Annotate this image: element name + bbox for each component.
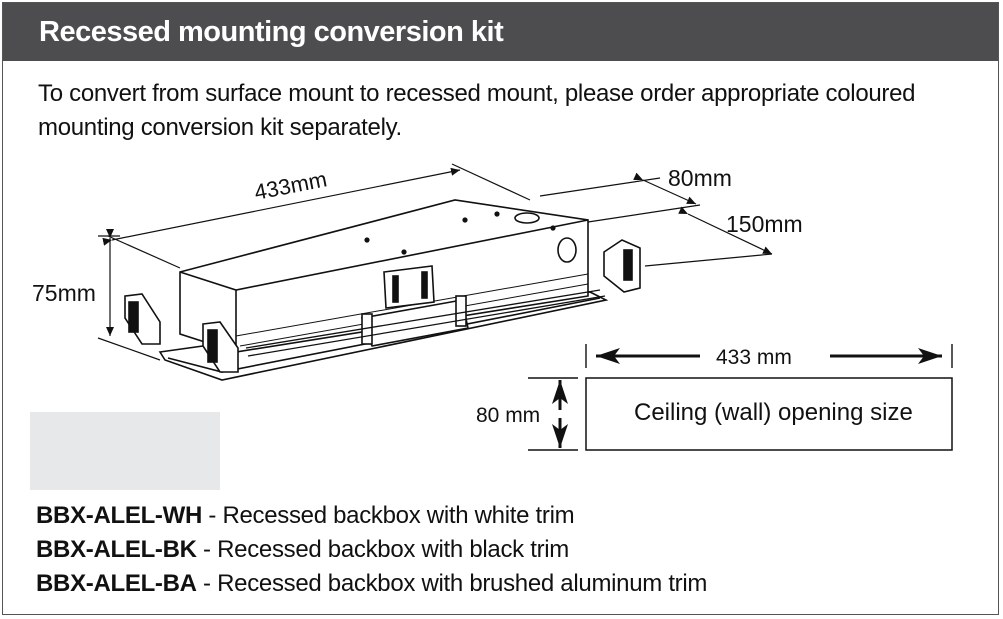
dim-depth-label: 80mm	[668, 165, 732, 191]
opening-rect	[585, 377, 953, 451]
clip-left-front	[202, 321, 239, 373]
trim-colour-swatch	[30, 412, 220, 490]
kit-list: BBX-ALEL-WH - Recessed backbox with whit…	[36, 499, 707, 601]
rails	[245, 289, 606, 357]
kit-desc: - Recessed backbox with brushed aluminum…	[196, 570, 708, 597]
opening-width-label: 433 mm	[716, 346, 792, 369]
dim-width-label: 150mm	[726, 211, 803, 237]
opening-caption: Ceiling (wall) opening size	[634, 399, 913, 426]
kit-row-black: BBX-ALEL-BK - Recessed backbox with blac…	[36, 533, 707, 567]
kit-row-aluminum: BBX-ALEL-BA - Recessed backbox with brus…	[36, 567, 707, 601]
dim-height-label: 75mm	[32, 280, 96, 306]
kit-code: BBX-ALEL-BK	[36, 536, 197, 563]
clip-right	[603, 239, 641, 293]
opening-height-label: 80 mm	[476, 404, 540, 427]
panel-title: Recessed mounting conversion kit	[39, 16, 504, 48]
kit-code: BBX-ALEL-BA	[36, 570, 197, 597]
kit-desc: - Recessed backbox with black trim	[196, 536, 569, 563]
dimension-lines	[97, 163, 773, 361]
intro-text: To convert from surface mount to recesse…	[38, 80, 916, 141]
clip-left-back	[124, 293, 161, 345]
mounting-bracket	[360, 265, 469, 347]
panel-header: Recessed mounting conversion kit	[3, 3, 998, 61]
kit-row-white: BBX-ALEL-WH - Recessed backbox with whit…	[36, 499, 707, 533]
kit-code: BBX-ALEL-WH	[36, 502, 203, 529]
opening-diagram	[528, 344, 953, 451]
kit-desc: - Recessed backbox with white trim	[202, 502, 575, 529]
